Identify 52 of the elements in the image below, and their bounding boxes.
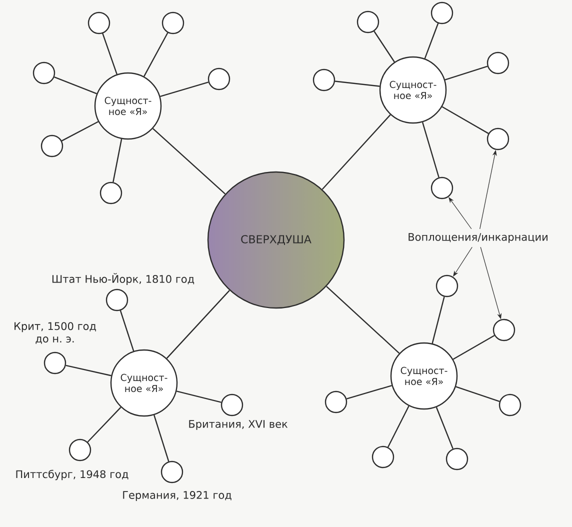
small-circle — [100, 182, 122, 204]
small-circle — [430, 176, 454, 200]
connector-line — [120, 310, 134, 352]
annotation-label: Воплощения/инкарнации — [408, 233, 548, 243]
place-label: Питтсбург, 1948 год — [16, 470, 128, 480]
connector-line — [432, 296, 445, 344]
connector-line — [456, 386, 500, 402]
connector-line — [152, 128, 226, 194]
small-circle — [436, 274, 458, 298]
small-circle — [312, 68, 336, 92]
connector-line — [452, 335, 495, 360]
connector-line — [374, 30, 395, 62]
arrow — [448, 197, 472, 230]
small-circle — [446, 448, 468, 470]
connector-line — [422, 122, 440, 178]
connector-line — [176, 390, 222, 403]
connector-line — [160, 82, 209, 98]
small-circle — [324, 390, 348, 414]
connector-line — [436, 407, 454, 449]
small-circle — [356, 10, 380, 34]
small-circle — [486, 128, 510, 150]
connector-line — [424, 23, 439, 59]
connector-line — [54, 76, 97, 94]
place-label: Штат Нью-Йорк, 1810 год — [52, 273, 194, 285]
connector-line — [334, 80, 380, 87]
small-circle — [162, 12, 184, 34]
small-circle — [208, 68, 230, 90]
connector-line — [62, 121, 99, 142]
connector-line — [112, 138, 122, 182]
connector-line — [387, 406, 410, 448]
small-circle — [486, 52, 510, 74]
place-label: Крит, 1500 год до н. э. — [14, 322, 96, 344]
connector-line — [444, 66, 488, 80]
place-label: Германия, 1921 год — [123, 491, 232, 501]
small-circle — [430, 2, 454, 24]
connector-line — [166, 290, 230, 359]
small-circle — [40, 134, 64, 158]
connector-line — [102, 33, 118, 74]
connector-line — [442, 106, 489, 134]
connector-line — [346, 384, 392, 400]
place-label: Британия, XVI век — [189, 420, 288, 430]
connector-line — [322, 114, 391, 190]
small-circle — [88, 12, 110, 34]
connector-line — [143, 32, 168, 77]
small-circle — [492, 318, 516, 342]
connector-line — [66, 364, 112, 376]
connector-line — [154, 414, 170, 462]
small-circle — [32, 62, 56, 84]
small-circle — [498, 394, 522, 416]
connector-line — [87, 406, 122, 442]
small-circle — [372, 446, 394, 468]
connector-line — [326, 286, 400, 354]
